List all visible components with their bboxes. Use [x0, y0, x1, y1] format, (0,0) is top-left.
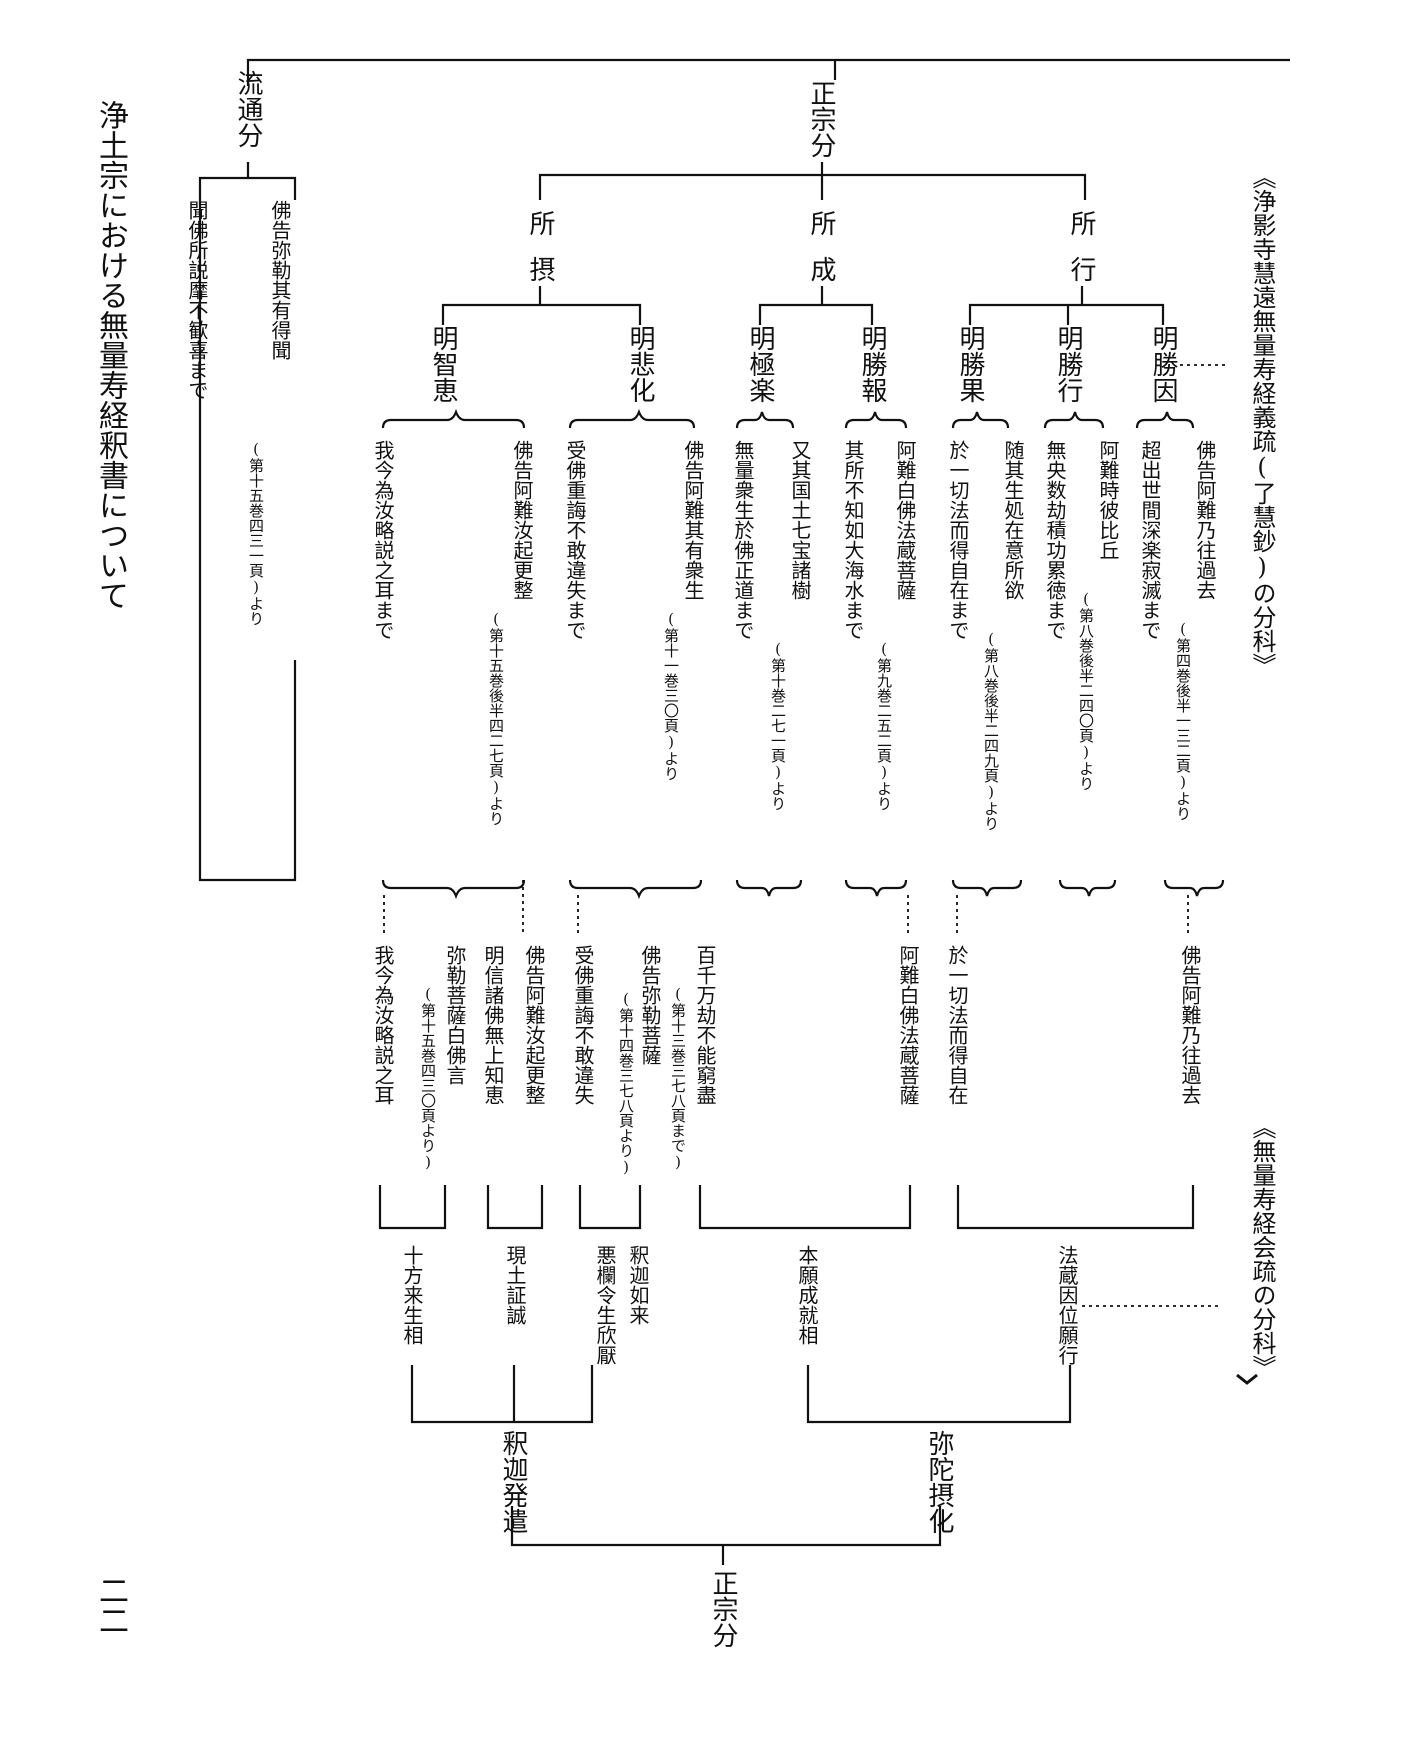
ruzu-note-2: (第十五巻四三一頁)より: [247, 440, 265, 626]
final-2: 弥陀摂化: [924, 1430, 954, 1534]
mid-note-4: (第十一巻三〇頁)より: [662, 610, 680, 781]
mid-note-12: (第八巻後半二四〇頁)より: [1077, 590, 1095, 791]
side-label-upper: 《浄影寺慧遠無量寿経義疏(了慧鈔)の分科》: [1248, 165, 1276, 677]
mid-text-14: 佛告阿難乃往過去: [1193, 440, 1217, 600]
ruzu-text-2: 佛告弥勒其有得聞: [268, 200, 292, 360]
result-5: 法蔵因位願行: [1055, 1245, 1079, 1365]
low-text-7: 百千万劫不能窮盡: [693, 945, 717, 1105]
label-shogyo: 所行: [1066, 210, 1096, 302]
mid-text-5: 無量衆生於佛正道まで: [731, 440, 755, 640]
mid-text-11: 無央数劫積功累徳まで: [1043, 440, 1067, 640]
low-note-7: (第十三巻三七八頁まで): [669, 985, 687, 1171]
label-m-shoka: 明勝果: [955, 325, 985, 403]
result-3a: 釈迦如来: [626, 1245, 650, 1325]
low-text-8: 阿難白佛法蔵菩薩: [896, 945, 920, 1105]
label-m-chie: 明智恵: [428, 325, 458, 403]
low-text-6: 佛告弥勒菩薩: [638, 945, 662, 1065]
mid-text-7: 其所不知如大海水まで: [841, 440, 865, 640]
low-text-3: 明信諸佛無上知恵: [481, 945, 505, 1105]
page-title: 浄土宗における無量寿経釈書について: [93, 100, 128, 610]
mid-text-12: 阿難時彼比丘: [1096, 440, 1120, 560]
mid-text-13: 超出世間深楽寂滅まで: [1138, 440, 1162, 640]
low-note-6: (第十四巻三七八頁より): [617, 990, 635, 1176]
low-text-1: 我今為汝略説之耳: [371, 945, 395, 1105]
final-1: 釈迦発遣: [498, 1430, 528, 1534]
mid-text-6: 又其国土七宝諸樹: [788, 440, 812, 600]
label-shojo: 所成: [806, 210, 836, 302]
low-text-10: 佛告阿難乃往過去: [1178, 945, 1202, 1105]
label-shoshu: 正宗分: [806, 80, 836, 158]
mid-text-8: 阿難白佛法蔵菩薩: [893, 440, 917, 600]
label-m-gokuraku: 明極楽: [745, 325, 775, 403]
low-text-2: 弥勒菩薩白佛言: [443, 945, 467, 1085]
mid-text-4: 佛告阿難其有衆生: [681, 440, 705, 600]
low-text-9: 於一切法而得自在: [945, 945, 969, 1105]
label-m-hika: 明悲化: [625, 325, 655, 403]
label-m-shogyo: 明勝行: [1053, 325, 1083, 403]
mid-text-2: 佛告阿難汝起更整: [510, 440, 534, 600]
side-label-lower: 《無量寿経会疏の分科》: [1248, 1115, 1276, 1379]
result-1: 十方来生相: [400, 1245, 424, 1345]
low-text-4: 佛告阿難汝起更整: [522, 945, 546, 1105]
ruzu-text-1: 聞佛所説靡不歓喜まで: [185, 200, 209, 400]
mid-note-14: (第四巻後半一三二頁)より: [1174, 620, 1192, 821]
mid-text-1: 我今為汝略説之耳まで: [371, 440, 395, 640]
low-note-2: (第十五巻四三〇頁より): [419, 985, 437, 1171]
result-4: 本願成就相: [795, 1245, 819, 1345]
result-2: 現土証誠: [503, 1245, 527, 1325]
mid-text-10: 随其生処在意所欲: [1001, 440, 1025, 600]
final-shoshu: 正宗分: [708, 1570, 738, 1648]
label-m-shohou: 明勝報: [857, 325, 887, 403]
label-shoshe: 所摂: [525, 210, 555, 302]
low-text-5: 受佛重誨不敢違失: [571, 945, 595, 1105]
mid-note-8: (第九巻二五二頁)より: [875, 640, 893, 811]
label-ruzu: 流通分: [233, 70, 263, 148]
result-3b: 悪欄令生欣厭: [593, 1245, 617, 1365]
mid-note-6: (第十巻二七一頁)より: [769, 640, 787, 811]
page-number: 二二: [93, 1575, 128, 1635]
label-m-shoin: 明勝因: [1148, 325, 1178, 403]
mid-note-10: (第八巻後半二四九頁)より: [982, 630, 1000, 831]
mid-text-3: 受佛重誨不敢違失まで: [563, 440, 587, 640]
mid-note-2: (第十五巻後半四二七頁)より: [487, 610, 505, 826]
mid-text-9: 於一切法而得自在まで: [946, 440, 970, 640]
